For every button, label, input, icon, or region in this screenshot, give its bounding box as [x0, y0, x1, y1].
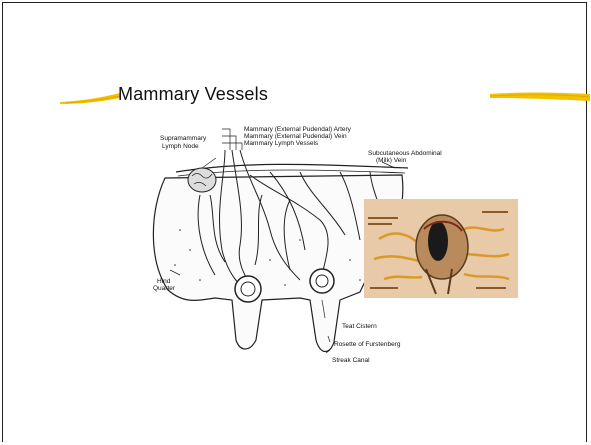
- lymph-node-shape: [188, 168, 216, 192]
- label-rosette: Rosette of Furstenberg: [334, 341, 400, 348]
- label-vein: Mammary (External Pudendal) Vein: [244, 133, 347, 140]
- label-milk-vein: (Milk) Vein: [376, 157, 406, 164]
- label-supramammary: Supramammary: [160, 135, 206, 142]
- label-lymph-node: Lymph Node: [162, 143, 199, 150]
- label-subcutaneous: Subcutaneous Abdominal: [368, 150, 442, 157]
- label-teat-cistern: Teat Cistern: [342, 323, 377, 330]
- label-quarter: Quarter: [153, 285, 175, 292]
- udder-cross-section-inset: [364, 199, 518, 298]
- label-streak-canal: Streak Canal: [332, 357, 370, 364]
- label-artery: Mammary (External Pudendal) Artery: [244, 126, 351, 133]
- label-lymph-vessels: Mammary Lymph Vessels: [244, 140, 318, 147]
- label-hind: Hind: [157, 278, 170, 285]
